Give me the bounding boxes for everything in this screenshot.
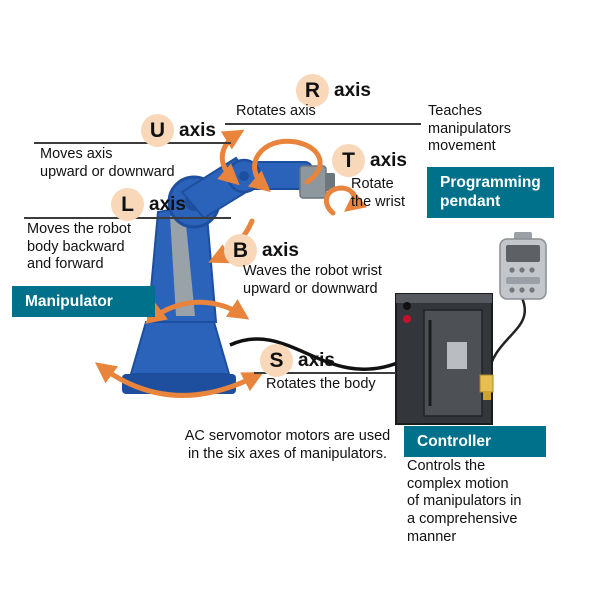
u-axis-arrow	[217, 129, 245, 186]
u-axis-underline	[34, 142, 231, 144]
manipulator-badge: Manipulator	[12, 286, 155, 318]
l-axis-label: L axis	[111, 188, 186, 221]
l-axis-word: axis	[149, 193, 186, 215]
t-axis-letter: T	[332, 144, 365, 177]
l-axis-desc: Moves the robot body backward and forwar…	[27, 221, 131, 273]
r-axis-label: R axis	[296, 74, 371, 107]
t-axis-label: T axis	[332, 144, 407, 177]
servo-note: AC servomotor motors are used in the six…	[184, 428, 391, 462]
s-axis-underline	[254, 372, 396, 374]
r-axis-desc: Rotates axis	[236, 103, 316, 119]
s-axis-letter: S	[260, 344, 293, 377]
controller-cabinet	[395, 293, 494, 425]
u-axis-letter: U	[141, 114, 174, 147]
l-axis-arrow	[144, 299, 250, 324]
u-axis-word: axis	[179, 119, 216, 141]
r-axis-arrow	[247, 138, 323, 193]
s-axis-label: S axis	[260, 344, 335, 377]
b-axis-desc: Waves the robot wrist upward or downward	[243, 263, 382, 297]
cable-pendant	[486, 297, 526, 376]
s-axis-desc: Rotates the body	[266, 376, 376, 392]
controller-badge: Controller	[404, 426, 546, 458]
t-axis-word: axis	[370, 149, 407, 171]
u-axis-label: U axis	[141, 114, 216, 147]
r-axis-word: axis	[334, 79, 371, 101]
l-axis-letter: L	[111, 188, 144, 221]
t-axis-desc: Rotate the wrist	[351, 176, 405, 210]
pendant-description: Teaches manipulators movement	[428, 103, 512, 155]
programming-pendant-badge: Programming pendant	[427, 167, 554, 218]
s-axis-word: axis	[298, 349, 335, 371]
s-axis-arrow	[94, 362, 264, 398]
r-axis-underline	[225, 123, 421, 125]
controller-description: Controls the complex motion of manipulat…	[407, 458, 522, 545]
cable-robot-to-controller	[229, 337, 401, 372]
u-axis-desc: Moves axis upward or downward	[40, 146, 175, 180]
t-axis-arrow	[323, 185, 368, 216]
pendant-device	[499, 232, 547, 300]
b-axis-word: axis	[262, 239, 299, 261]
r-axis-letter: R	[296, 74, 329, 107]
